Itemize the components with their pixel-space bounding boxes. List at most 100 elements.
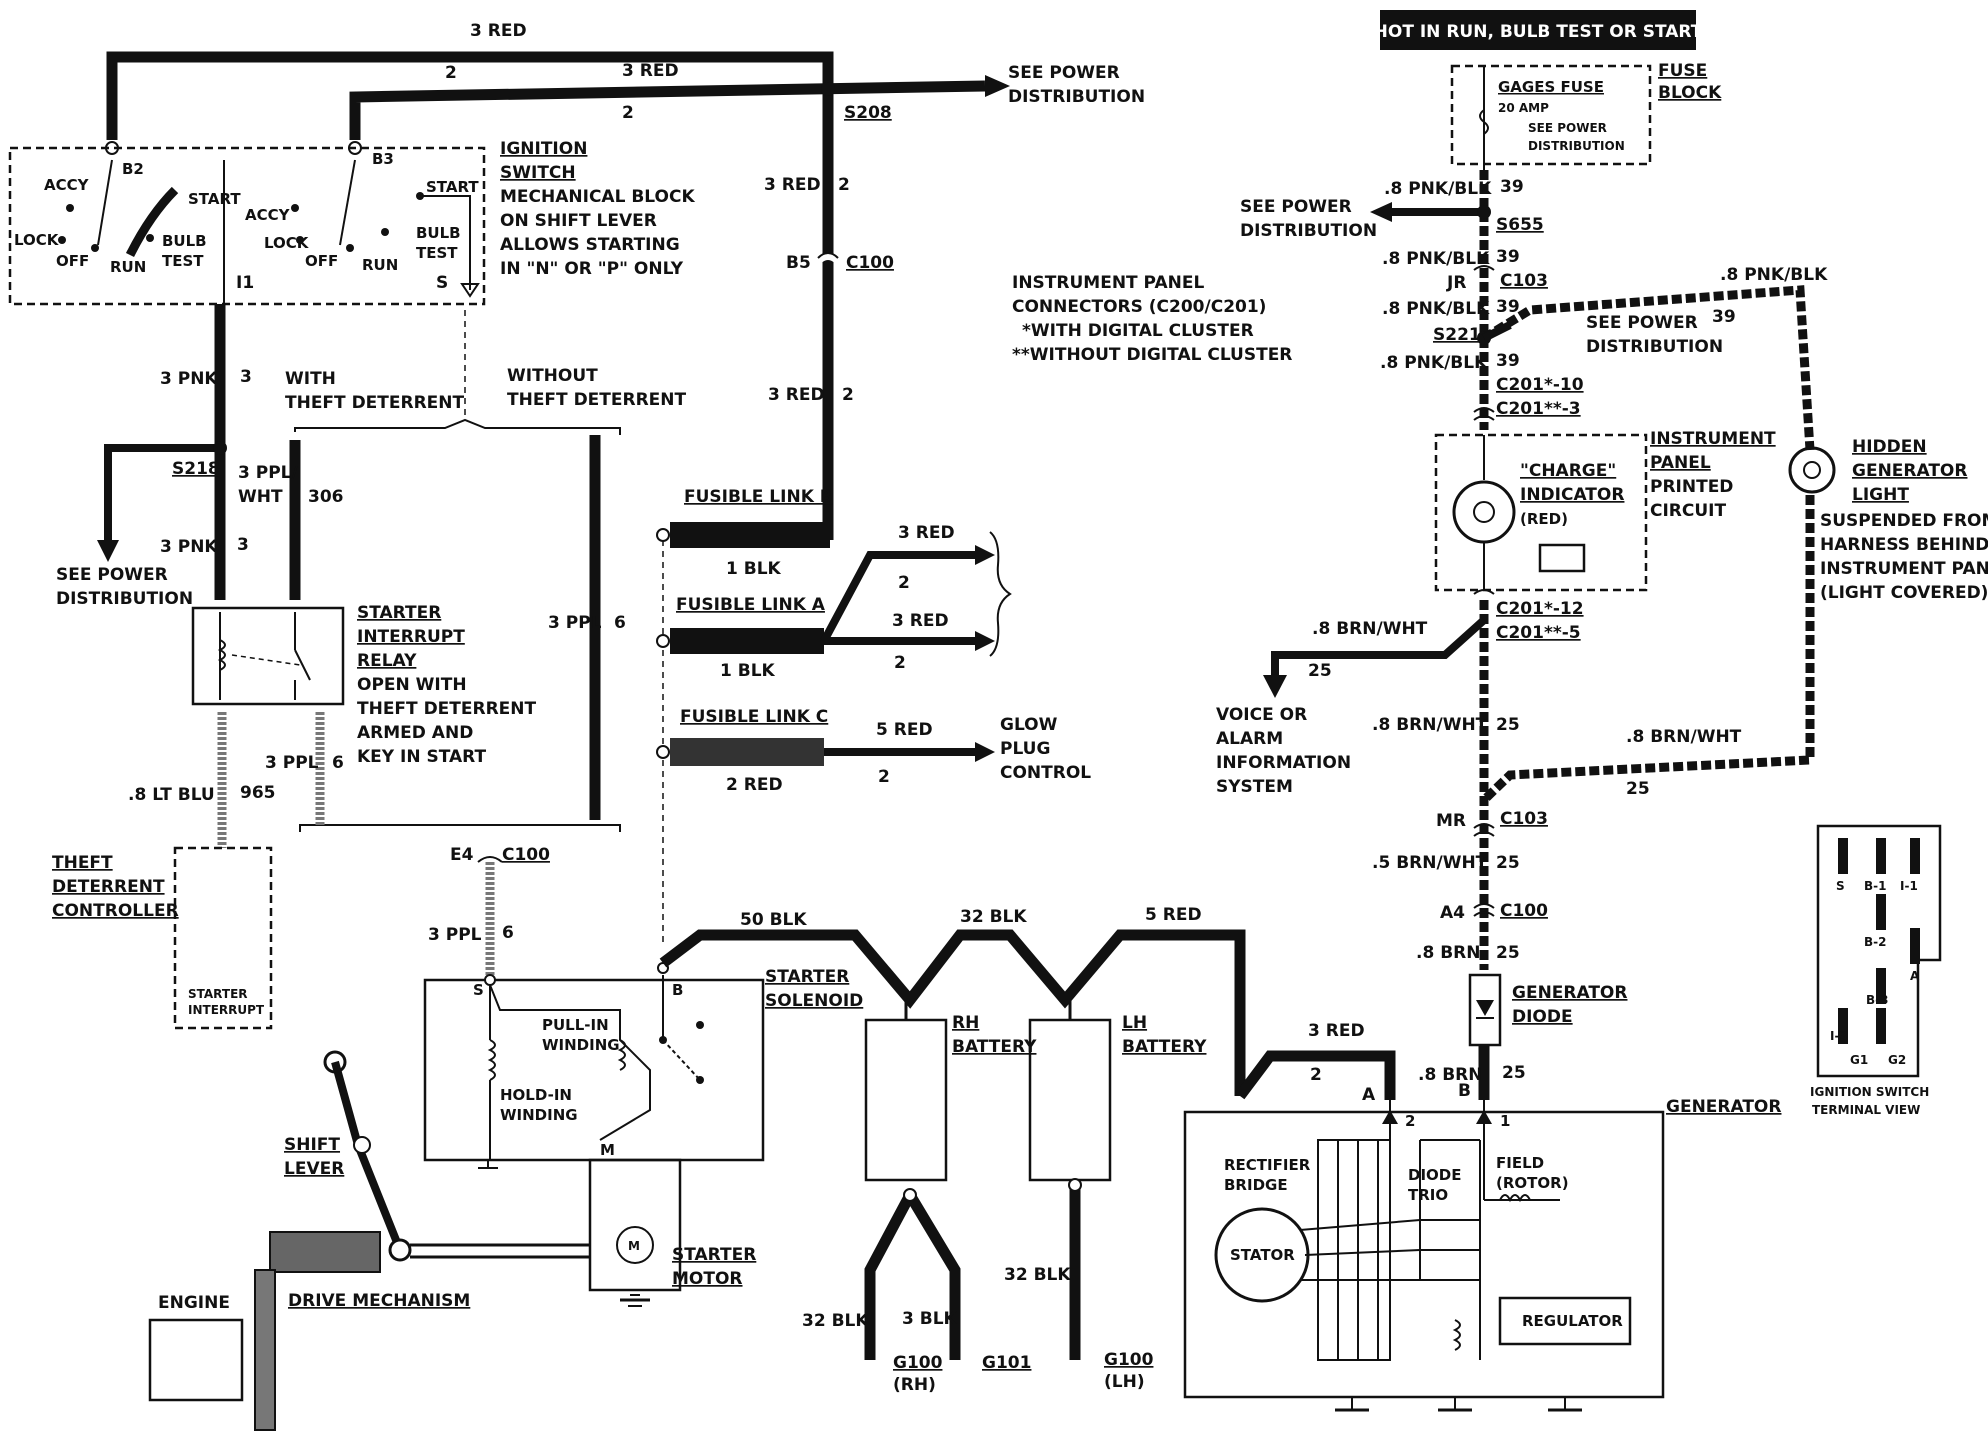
wire-b3-3red: [349, 80, 986, 140]
label-blk3: 3 BLK: [902, 1309, 958, 1329]
label-ign-title3: MECHANICAL BLOCK: [500, 187, 695, 207]
label-mr: MR: [1436, 811, 1466, 831]
label-ppl-wht1: 3 PPL/: [238, 463, 298, 483]
label-gages1: GAGES FUSE: [1498, 78, 1604, 96]
label-sol-s: S: [473, 981, 484, 999]
top-wires: [106, 51, 1010, 540]
label-bulb2: BULB: [416, 224, 461, 242]
label-accy2: ACCY: [245, 206, 291, 224]
label-voice2: ALARM: [1216, 729, 1283, 749]
label-hgl1: HIDDEN: [1852, 437, 1927, 457]
label-fl-a-2a: 2: [898, 573, 910, 593]
label-n25c: 25: [1626, 779, 1650, 799]
label-s221: S221: [1433, 325, 1481, 345]
label-blk32a: 32 BLK: [802, 1311, 869, 1331]
label-sol-b: B: [672, 981, 683, 999]
label-see-pd-r1: SEE POWER: [1240, 197, 1352, 217]
label-without-td2: THEFT DETERRENT: [507, 390, 687, 410]
label-off1: OFF: [56, 252, 89, 270]
label-pull1: PULL-IN: [542, 1016, 609, 1034]
label-fl-a-3red2: 3 RED: [892, 611, 949, 631]
label-voice1: VOICE OR: [1216, 705, 1307, 725]
label-tv-b2: B-2: [1864, 935, 1886, 949]
label-hold1: HOLD-IN: [500, 1086, 572, 1104]
label-tdc3: CONTROLLER: [52, 901, 179, 921]
label-sir4: OPEN WITH: [357, 675, 467, 695]
label-ppl3n: 6: [614, 613, 626, 633]
label-n25d: 25: [1496, 853, 1520, 873]
label-fl-a: FUSIBLE LINK A: [676, 595, 826, 615]
label-start2: START: [426, 178, 479, 196]
label-test1: TEST: [162, 252, 204, 270]
label-c100-3red: 3 RED: [764, 175, 821, 195]
label-ipb2: PANEL: [1650, 453, 1711, 473]
label-ci2: INDICATOR: [1520, 485, 1624, 505]
label-n39d: 39: [1496, 351, 1520, 371]
label-test2: TEST: [416, 244, 458, 262]
label-glow2: PLUG: [1000, 739, 1050, 759]
label-n39c: 39: [1496, 297, 1520, 317]
label-voice3: INFORMATION: [1216, 753, 1351, 773]
label-off2: OFF: [305, 252, 338, 270]
label-start1: START: [188, 190, 241, 208]
label-sir6: ARMED AND: [357, 723, 473, 743]
label-gen-b: B: [1458, 1081, 1471, 1101]
label-brnwht3: .8 BRN/WHT: [1626, 727, 1742, 747]
label-ipc3: *WITH DIGITAL CLUSTER: [1022, 321, 1254, 341]
label-gen: GENERATOR: [1666, 1097, 1781, 1117]
label-pnkblk2: .8 PNK/BLK: [1382, 249, 1490, 269]
label-hgl6: INSTRUMENT PANEL: [1820, 559, 1988, 579]
label-brnwht2: .8 BRN/WHT: [1372, 715, 1488, 735]
label-voice4: SYSTEM: [1216, 777, 1293, 797]
label-si2: INTERRUPT: [188, 1003, 265, 1017]
label-g100lh2: (LH): [1104, 1372, 1145, 1392]
label-c201d: C201**-5: [1496, 623, 1581, 643]
label-pnk3: 3 PNK: [160, 369, 218, 389]
label-sir3: RELAY: [357, 651, 417, 671]
label-run1: RUN: [110, 258, 146, 276]
label-ppl3bn: 6: [332, 753, 344, 773]
label-motor-m: M: [628, 1239, 640, 1253]
label-hgl2: GENERATOR: [1852, 461, 1967, 481]
label-e4: E4: [450, 845, 474, 865]
label-fl-c: FUSIBLE LINK C: [680, 707, 828, 727]
left-circuit: [97, 304, 621, 1030]
label-fl-c-2: 2: [878, 767, 890, 787]
label-hold2: WINDING: [500, 1106, 578, 1124]
label-bulb1: BULB: [162, 232, 207, 250]
label-rh2: BATTERY: [952, 1037, 1037, 1057]
label-gen-2b: 2: [1405, 1112, 1415, 1130]
label-rect1: RECTIFIER: [1224, 1156, 1311, 1174]
label-pnkblk3: .8 PNK/BLK: [1382, 299, 1490, 319]
label-n306: 306: [308, 487, 344, 507]
label-s208: S208: [844, 103, 892, 123]
label-fl-a-2b: 2: [894, 653, 906, 673]
label-ppl3b: 3 PPL: [265, 753, 319, 773]
label-pnkblk5: .8 PNK/BLK: [1720, 265, 1828, 285]
label-accy1: ACCY: [44, 176, 90, 194]
label-ipc2: CONNECTORS (C200/C201): [1012, 297, 1266, 317]
label-rh1: RH: [952, 1013, 979, 1033]
label-ipb3: PRINTED: [1650, 477, 1733, 497]
label-sir5: THEFT DETERRENT: [357, 699, 537, 719]
label-gen-1: 1: [1500, 1112, 1510, 1130]
label-g101: G101: [982, 1353, 1031, 1373]
label-c201b: C201**-3: [1496, 399, 1581, 419]
label-pnk3bn: 3: [237, 535, 249, 555]
label-trio2: TRIO: [1408, 1186, 1448, 1204]
label-top2-3red: 3 RED: [622, 61, 679, 81]
label-pull2: WINDING: [542, 1036, 620, 1054]
label-ign-title6: IN "N" OR "P" ONLY: [500, 259, 684, 279]
label-shift1: SHIFT: [284, 1135, 340, 1155]
fuse-block: [1450, 64, 1652, 170]
label-c103a: C103: [1500, 271, 1548, 291]
label-brn1: .8 BRN: [1416, 943, 1480, 963]
label-ci3: (RED): [1520, 510, 1568, 528]
label-field1: FIELD: [1496, 1154, 1544, 1172]
label-with-td2: THEFT DETERRENT: [285, 393, 465, 413]
label-tdc2: DETERRENT: [52, 877, 165, 897]
label-ppl3cn: 6: [502, 923, 514, 943]
label-b3: B3: [372, 150, 394, 168]
label-n965: 965: [240, 783, 276, 803]
